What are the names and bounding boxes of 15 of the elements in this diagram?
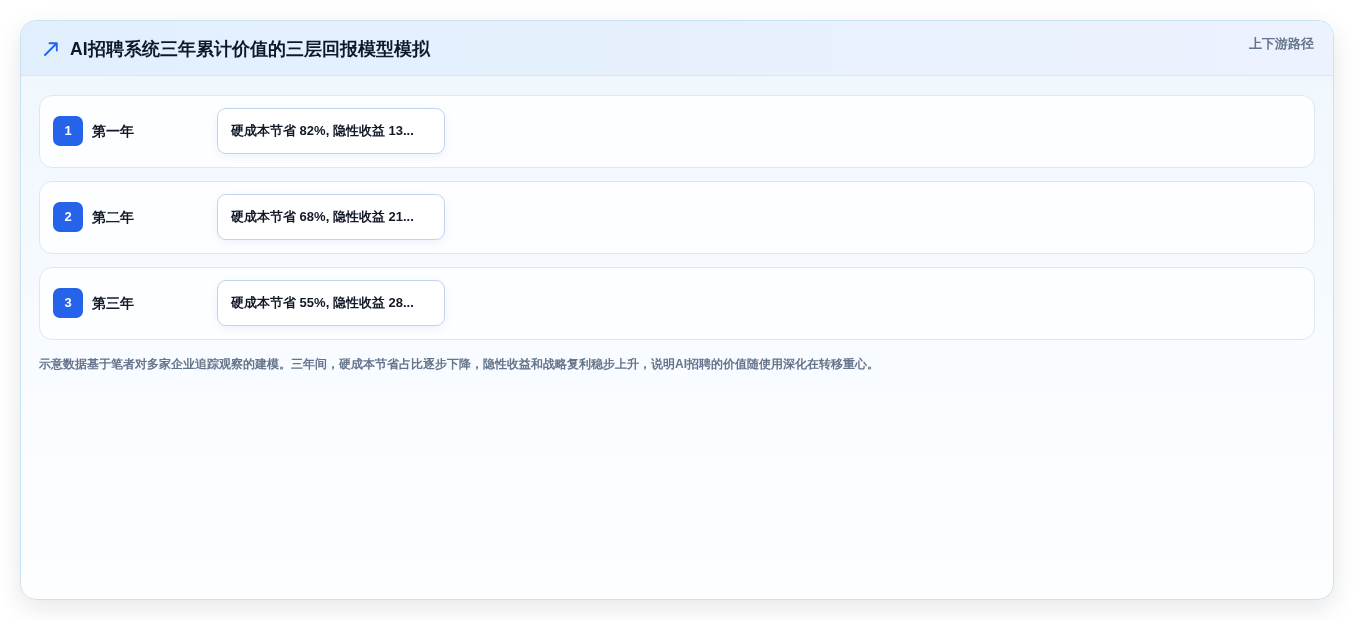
step-number-badge: 1: [53, 116, 83, 146]
year-label: 第三年: [92, 295, 134, 313]
year-row: [39, 95, 1315, 168]
step-number-badge: 3: [53, 288, 83, 318]
caption-text: 示意数据基于笔者对多家企业追踪观察的建模。三年间，硬成本节省占比逐步下降，隐性收益和战略复利稳步上升，说明AI招聘的价值随使用深化在转移重心。: [39, 356, 879, 372]
year-label: 第一年: [92, 123, 134, 141]
value-summary-chip: 硬成本节省 68%, 隐性收益 21...: [217, 194, 445, 240]
year-label: 第二年: [92, 209, 134, 227]
step-number-badge: 2: [53, 202, 83, 232]
year-row: [39, 181, 1315, 254]
diagram-title: AI招聘系统三年累计价值的三层回报模型模拟: [70, 38, 430, 60]
value-summary-chip: 硬成本节省 82%, 隐性收益 13...: [217, 108, 445, 154]
value-summary-chip: 硬成本节省 55%, 隐性收益 28...: [217, 280, 445, 326]
header-label: 上下游路径: [1249, 36, 1314, 52]
year-row: [39, 267, 1315, 340]
